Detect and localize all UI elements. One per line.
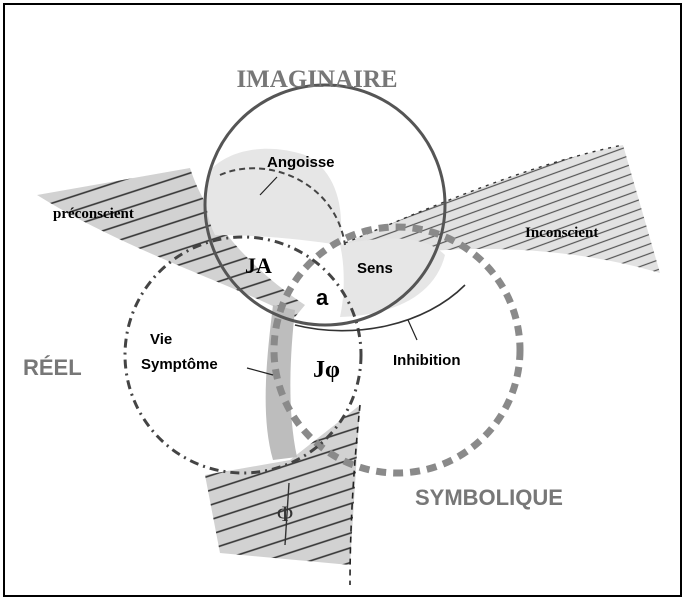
label-preconscient: préconscient [53,206,134,222]
label-symptome: Symptôme [141,356,218,373]
label-ja: JA [245,253,272,278]
symptome-strip [266,305,297,460]
label-vie: Vie [150,331,172,348]
label-angoisse: Angoisse [267,154,335,171]
label-phi: Φ [277,501,293,526]
diagram-frame: IMAGINAIRE RÉEL SYMBOLIQUE Angoisse préc… [3,3,682,597]
label-inhibition: Inhibition [393,352,460,369]
inhibition-pointer [408,320,417,340]
label-symbolique: SYMBOLIQUE [415,485,563,510]
label-sens: Sens [357,260,393,277]
label-reel: RÉEL [23,355,82,380]
borromean-diagram: IMAGINAIRE RÉEL SYMBOLIQUE Angoisse préc… [5,5,680,595]
label-jphi: Jφ [313,357,340,383]
label-inconscient: Inconscient [525,225,598,241]
label-a: a [316,285,329,310]
label-imaginaire: IMAGINAIRE [236,66,397,93]
